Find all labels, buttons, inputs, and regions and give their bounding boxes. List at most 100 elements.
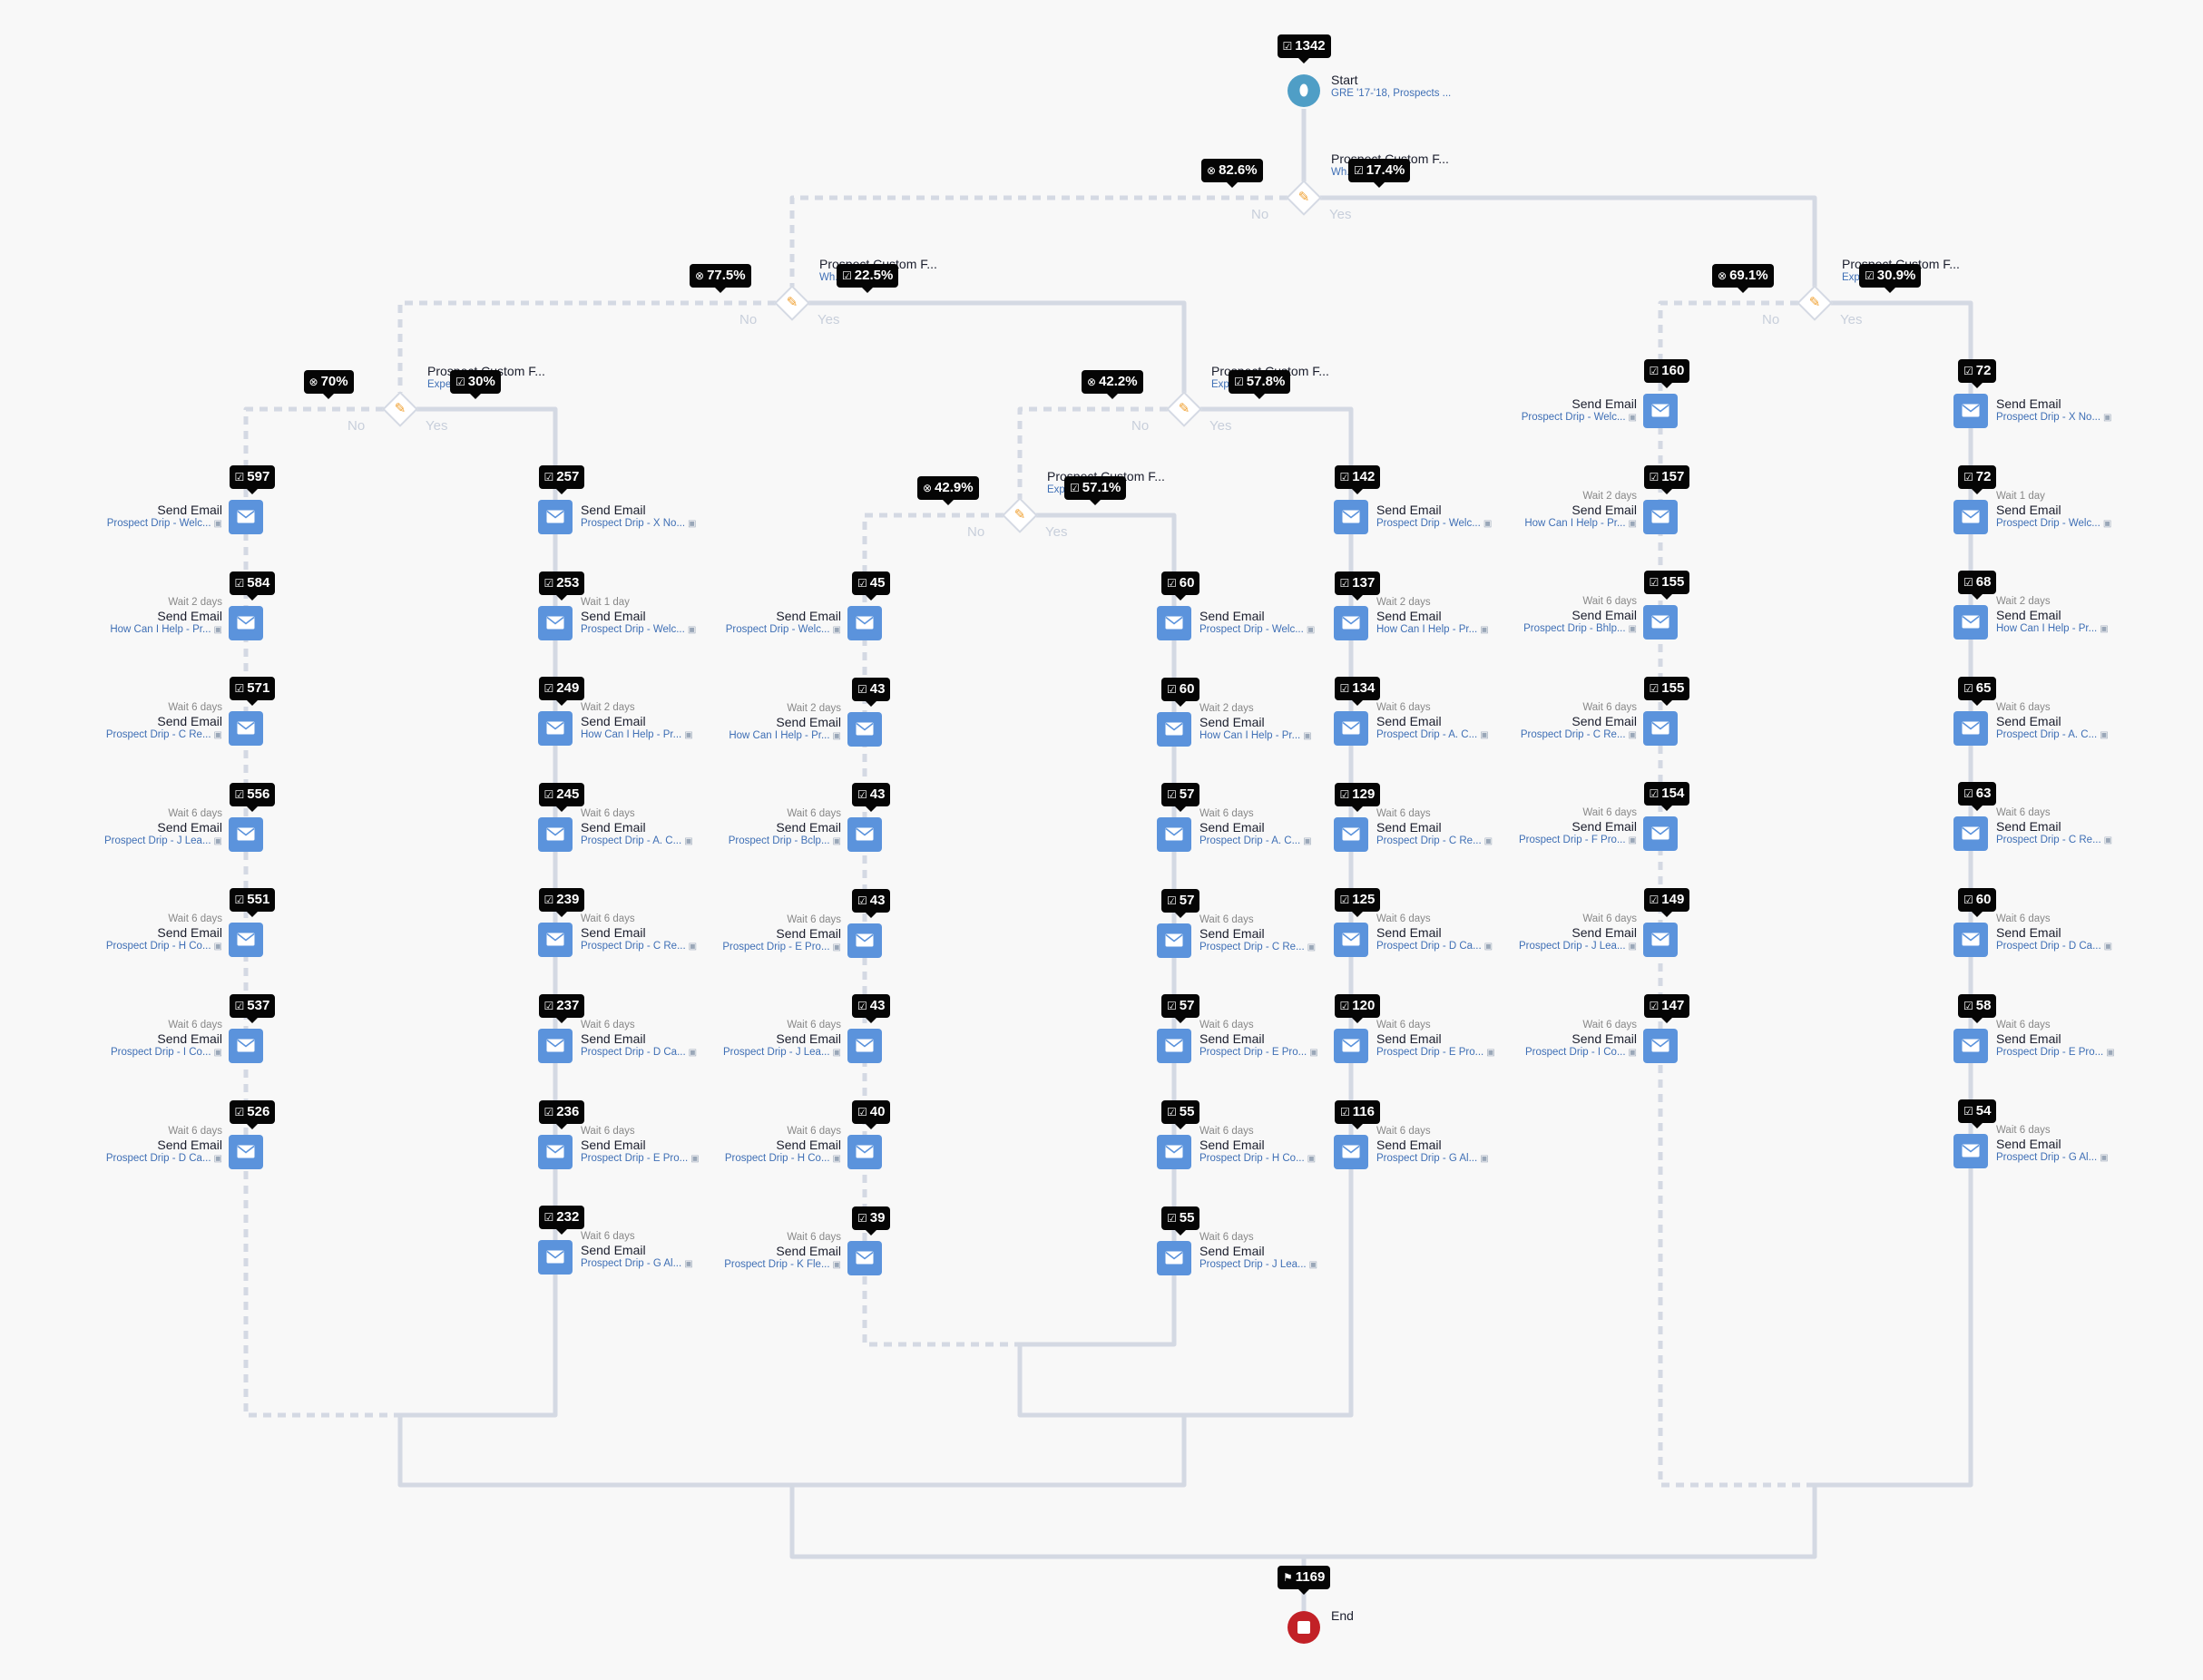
step-count-badge[interactable]: ☑584 [229, 571, 276, 601]
step-count-badge[interactable]: ☑72 [1958, 464, 1997, 494]
email-step-icon[interactable] [1334, 605, 1368, 640]
rule-yes-percent-badge[interactable]: ☑17.4% [1348, 159, 1411, 188]
step-count-badge[interactable]: ☑45 [852, 571, 891, 601]
email-step-icon[interactable] [1334, 1134, 1368, 1169]
step-count-badge[interactable]: ☑55 [1161, 1100, 1200, 1129]
rule-no-percent-badge[interactable]: ⊗70% [303, 370, 354, 399]
step-count-badge[interactable]: ☑57 [1161, 783, 1200, 813]
step-count-badge[interactable]: ☑39 [852, 1206, 891, 1236]
rule-no-percent-badge[interactable]: ⊗42.9% [917, 476, 979, 505]
email-step-icon[interactable] [847, 923, 882, 958]
start-node-icon[interactable]: ⬮ [1288, 74, 1320, 107]
step-count-badge[interactable]: ☑43 [852, 783, 891, 813]
step-count-badge[interactable]: ☑60 [1161, 571, 1200, 601]
step-count-badge[interactable]: ☑236 [538, 1099, 585, 1129]
step-count-badge[interactable]: ☑142 [1334, 465, 1381, 494]
step-count-badge[interactable]: ☑58 [1958, 993, 1997, 1023]
email-step-icon[interactable] [847, 1240, 882, 1275]
step-count-badge[interactable]: ☑54 [1958, 1099, 1997, 1129]
step-count-badge[interactable]: ☑257 [538, 465, 585, 494]
step-count-badge[interactable]: ☑551 [229, 888, 276, 918]
step-count-badge[interactable]: ☑63 [1958, 782, 1997, 812]
step-count-badge[interactable]: ☑116 [1335, 1099, 1380, 1129]
email-step-icon[interactable] [1157, 817, 1191, 853]
email-step-icon[interactable] [1953, 816, 1988, 852]
email-step-icon[interactable] [538, 923, 573, 958]
step-count-badge[interactable]: ☑237 [538, 994, 585, 1023]
email-step-icon[interactable] [847, 817, 882, 853]
email-step-icon[interactable] [229, 500, 263, 534]
rule-no-percent-badge[interactable]: ⊗42.2% [1082, 370, 1143, 399]
step-count-badge[interactable]: ☑597 [229, 465, 276, 494]
step-count-badge[interactable]: ☑65 [1958, 676, 1997, 706]
step-count-badge[interactable]: ☑245 [538, 782, 585, 812]
email-step-icon[interactable] [1334, 1029, 1368, 1063]
email-step-icon[interactable] [1334, 816, 1368, 852]
step-count-badge[interactable]: ☑137 [1334, 571, 1381, 601]
step-count-badge[interactable]: ☑155 [1643, 676, 1690, 706]
step-count-badge[interactable]: ☑537 [229, 994, 276, 1023]
email-step-icon[interactable] [1157, 711, 1191, 747]
email-step-icon[interactable] [229, 816, 263, 852]
step-count-badge[interactable]: ☑134 [1334, 677, 1381, 707]
rule-yes-percent-badge[interactable]: ☑30.9% [1859, 264, 1922, 293]
email-step-icon[interactable] [538, 500, 573, 534]
email-step-icon[interactable] [229, 711, 263, 747]
step-count-badge[interactable]: ☑57 [1161, 888, 1200, 918]
step-count-badge[interactable]: ☑57 [1161, 994, 1200, 1024]
step-count-badge[interactable]: ☑40 [852, 1100, 891, 1129]
email-step-icon[interactable] [229, 1134, 263, 1169]
email-step-icon[interactable] [1157, 606, 1191, 640]
step-count-badge[interactable]: ☑253 [538, 571, 585, 601]
email-step-icon[interactable] [1334, 923, 1368, 958]
email-step-icon[interactable] [847, 1029, 882, 1064]
step-count-badge[interactable]: ☑157 [1643, 464, 1690, 494]
step-count-badge[interactable]: ☑43 [852, 888, 891, 918]
step-count-badge[interactable]: ☑249 [538, 677, 585, 707]
step-count-badge[interactable]: ☑125 [1334, 888, 1381, 918]
email-step-icon[interactable] [1953, 1028, 1988, 1063]
email-step-icon[interactable] [1953, 499, 1988, 534]
email-step-icon[interactable] [1643, 923, 1678, 957]
step-count-badge[interactable]: ☑72 [1958, 359, 1997, 388]
email-step-icon[interactable] [1953, 394, 1988, 428]
step-count-badge[interactable]: ☑55 [1161, 1206, 1200, 1236]
step-count-badge[interactable]: ☑43 [852, 994, 891, 1024]
step-count-badge[interactable]: ☑556 [229, 782, 276, 812]
email-step-icon[interactable] [538, 1240, 573, 1275]
email-step-icon[interactable] [538, 605, 573, 640]
start-count-badge[interactable]: ☑1342 [1277, 34, 1331, 63]
email-step-icon[interactable] [1953, 605, 1988, 640]
rule-no-percent-badge[interactable]: ⊗82.6% [1201, 159, 1263, 188]
email-step-icon[interactable] [847, 1135, 882, 1169]
step-count-badge[interactable]: ☑160 [1643, 359, 1690, 388]
step-count-badge[interactable]: ☑232 [538, 1206, 585, 1236]
